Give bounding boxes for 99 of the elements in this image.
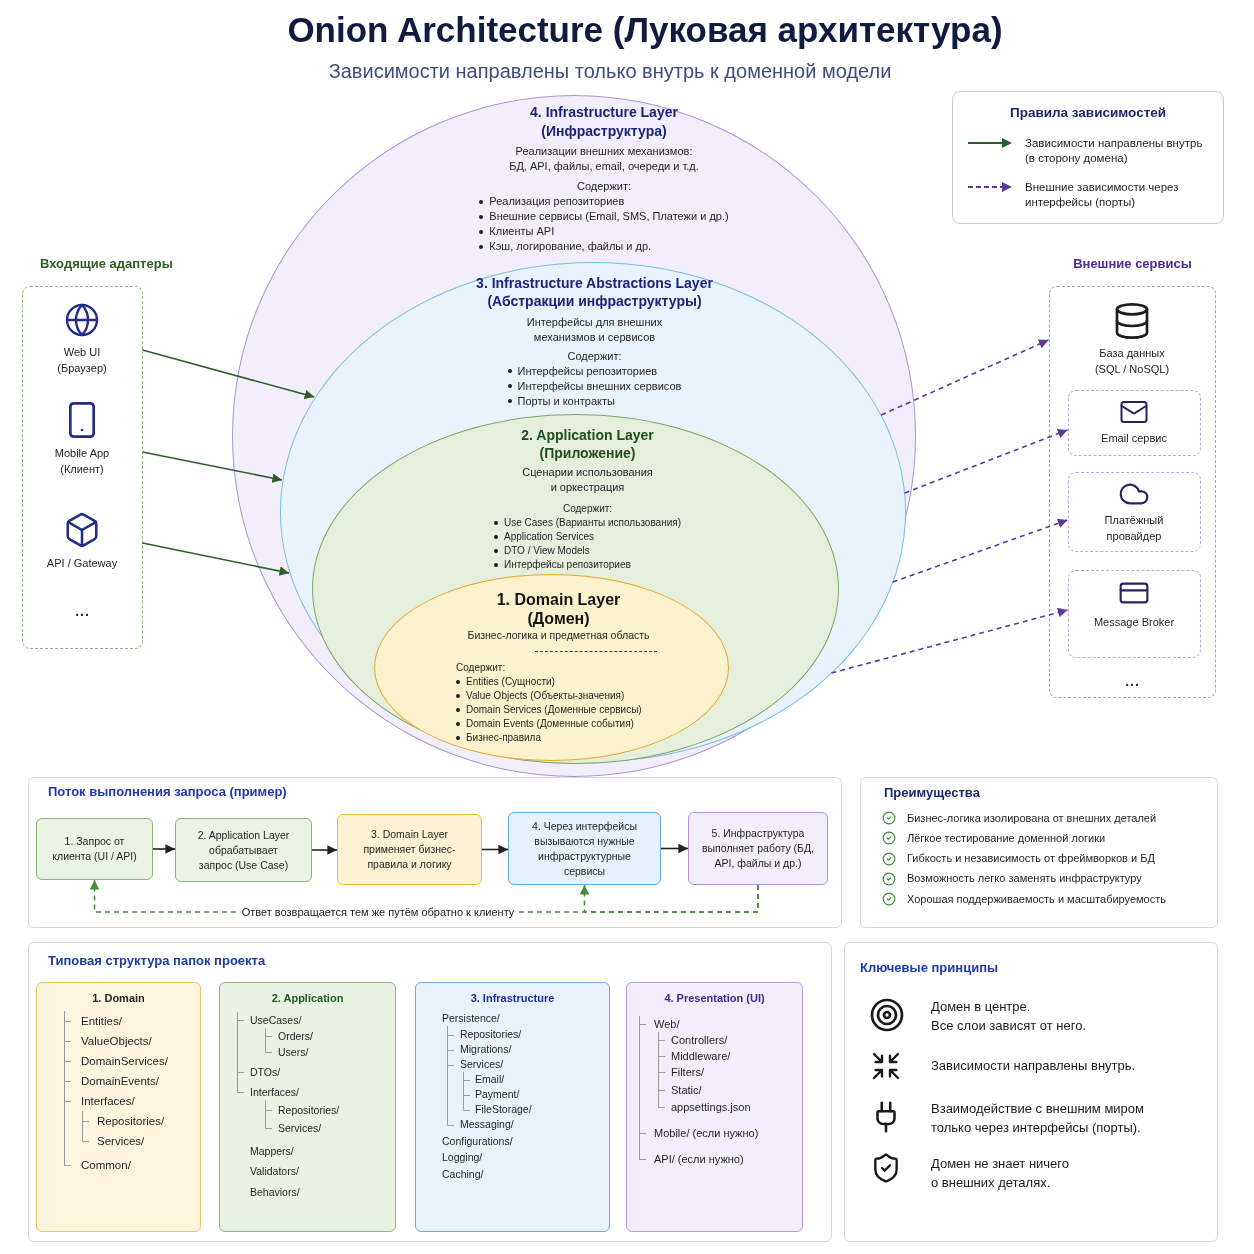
- folder-item: Persistence/: [441, 1011, 500, 1026]
- advantage-text: Гибкость и независимость от фреймворков и БД: [907, 851, 1155, 867]
- folder-item: Validators/: [249, 1163, 299, 1179]
- list-heading: Содержит:: [567, 348, 622, 364]
- legend-title: Правила зависимостей: [1009, 105, 1167, 121]
- process-box: 5. Инфраструктура выполняет работу (БД, API, файлы и др.): [688, 812, 828, 885]
- folder-item: Mappers/: [249, 1143, 294, 1159]
- folder-column: [415, 982, 610, 1232]
- folder-column: [36, 982, 201, 1232]
- column-title: 4. Presentation (UI): [664, 990, 765, 1005]
- section-panel: [860, 777, 1218, 928]
- bullet-text: Application Services: [503, 529, 594, 544]
- advantage-text: Хорошая поддерживаемость и масштабируемость: [907, 891, 1166, 907]
- advantage-text: Лёгкое тестирование доменной логики: [907, 830, 1106, 846]
- layer-description: Бизнес-логика и предметная область: [467, 627, 650, 642]
- advantage-text: Возможность легко заменять инфраструктуру: [907, 871, 1142, 887]
- service-label: Message Broker: [1093, 614, 1175, 630]
- bullet-text: Value Objects (Объекты-значения): [466, 688, 625, 703]
- dashed-arrow: [903, 429, 1069, 494]
- section-title: Поток выполнения запроса (пример): [48, 784, 287, 800]
- principle-text: Взаимодействие с внешним миром только через интерфейсы (порты).: [931, 1099, 1145, 1137]
- bullet-text: Интерфейсы репозиториев: [503, 557, 631, 572]
- folder-item: Caching/: [441, 1167, 484, 1182]
- more-indicator: ...: [1125, 673, 1140, 689]
- bullet-text: Порты и контракты: [517, 393, 615, 409]
- principle-text: Домен не знает ничего о внешних деталях.: [931, 1154, 1071, 1192]
- dashed-arrow: [892, 518, 1069, 583]
- bullet-text: Use Cases (Варианты использования): [503, 515, 682, 530]
- more-indicator: ...: [75, 603, 90, 619]
- section-title: Типовая структура папок проекта: [48, 953, 266, 969]
- adapter-label: Web UI (Браузер): [56, 344, 108, 376]
- bullet-text: Интерфейсы репозиториев: [517, 363, 658, 379]
- arrow: [141, 542, 290, 576]
- advantage-text: Бизнес-логика изолирована от внешних деталей: [907, 810, 1157, 826]
- folder-item: Behaviors/: [249, 1184, 300, 1200]
- legend-text: Зависимости направлены внутрь (в сторону домена): [1025, 135, 1204, 166]
- arrow: [481, 844, 509, 855]
- layer-title: 4. Infrastructure Layer (Инфраструктура): [529, 103, 679, 141]
- section-panel: [28, 777, 842, 928]
- dashed-arrow: [579, 884, 759, 913]
- bullet-text: DTO / View Models: [503, 543, 590, 558]
- layer-title: 1. Domain Layer (Домен): [495, 589, 622, 628]
- group-title: Входящие адаптеры: [40, 256, 173, 272]
- service-label: Email сервис: [1101, 430, 1167, 446]
- arrow: [311, 845, 338, 855]
- folder-item: Logging/: [441, 1150, 483, 1165]
- process-box: 4. Через интерфейсы вызываются нужные инфраструктурные сервисы: [508, 812, 661, 885]
- service-card: [1067, 471, 1201, 552]
- diagram-title: Onion Architecture (Луковая архитектура): [287, 10, 1003, 50]
- layer-description: Реализации внешних механизмов:: [515, 144, 693, 159]
- edge-label: Ответ возвращается тем же путём обратно к клиенту: [238, 905, 518, 919]
- dashed-arrow: [880, 339, 1050, 416]
- section-title: Ключевые принципы: [860, 960, 999, 976]
- arrow: [660, 843, 689, 854]
- diagram-subtitle: Зависимости направлены только внутрь к доменной модели: [328, 60, 892, 82]
- list-heading: Содержит:: [576, 179, 632, 194]
- bullet-text: Внешние сервисы (Email, SMS, Платежи и др.): [489, 209, 729, 224]
- bullet-text: Domain Services (Доменные сервисы): [466, 702, 642, 717]
- column-title: 1. Domain: [92, 990, 145, 1005]
- section-title: Преимущества: [884, 785, 980, 801]
- section-panel: [28, 942, 832, 1242]
- bullet-text: Клиенты API: [489, 224, 555, 239]
- arrow: [141, 349, 316, 400]
- folder-item: Configurations/: [441, 1134, 513, 1149]
- folder-column: [219, 982, 396, 1232]
- bullet-text: Domain Events (Доменные события): [466, 716, 634, 731]
- principle-text: Зависимости направлены внутрь.: [931, 1056, 1136, 1075]
- arrow: [152, 844, 176, 854]
- bullet-text: Кэш, логирование, файлы и др.: [489, 239, 652, 254]
- column-title: 2. Application: [271, 990, 344, 1005]
- column-title: 3. Infrastructure: [470, 990, 555, 1005]
- dashed-arrow: [830, 607, 1069, 674]
- principle-text: Все слои зависят от него.: [931, 1016, 1087, 1035]
- service-label: Платёжный провайдер: [1103, 512, 1165, 544]
- principle-text: Домен в центре.: [931, 997, 1031, 1016]
- bullet-text: Entities (Сущности): [466, 674, 555, 689]
- service-card: [1067, 389, 1201, 456]
- folder-column: [626, 982, 803, 1232]
- layer-title: 3. Infrastructure Abstractions Layer (Абстракции инфраструктуры): [475, 274, 714, 310]
- list-heading: Содержит:: [562, 501, 613, 516]
- service-card: [1067, 569, 1201, 658]
- adapter-label: Mobile App (Клиент): [53, 445, 111, 477]
- layer-title: 2. Application Layer (Приложение): [520, 425, 655, 462]
- group-title: Внешние сервисы: [1073, 256, 1192, 272]
- section-panel: [844, 942, 1218, 1242]
- process-box: 1. Запрос от клиента (UI / API): [36, 818, 153, 880]
- layer-description: Сценарии использования и оркестрация: [521, 465, 654, 495]
- bullet-text: Бизнес-правила: [466, 730, 541, 745]
- list-heading: Содержит:: [456, 660, 506, 675]
- adapter-label: API / Gateway: [46, 555, 118, 571]
- process-box: 3. Domain Layer применяет бизнес-правила и логику: [337, 814, 482, 885]
- bullet-text: Интерфейсы внешних сервисов: [517, 378, 682, 394]
- legend-text: Внешние зависимости через интерфейсы (порты): [1025, 179, 1180, 210]
- process-box: 2. Application Layer обрабатывает запрос (Use Case): [175, 818, 312, 882]
- bullet-text: Реализация репозиториев: [489, 194, 625, 209]
- service-label: База данных (SQL / NoSQL): [1093, 345, 1171, 377]
- arrow: [141, 451, 283, 483]
- layer-description: БД, API, файлы, email, очереди и т.д.: [509, 159, 699, 174]
- layer-description: Интерфейсы для внешних механизмов и сервисов: [525, 314, 664, 345]
